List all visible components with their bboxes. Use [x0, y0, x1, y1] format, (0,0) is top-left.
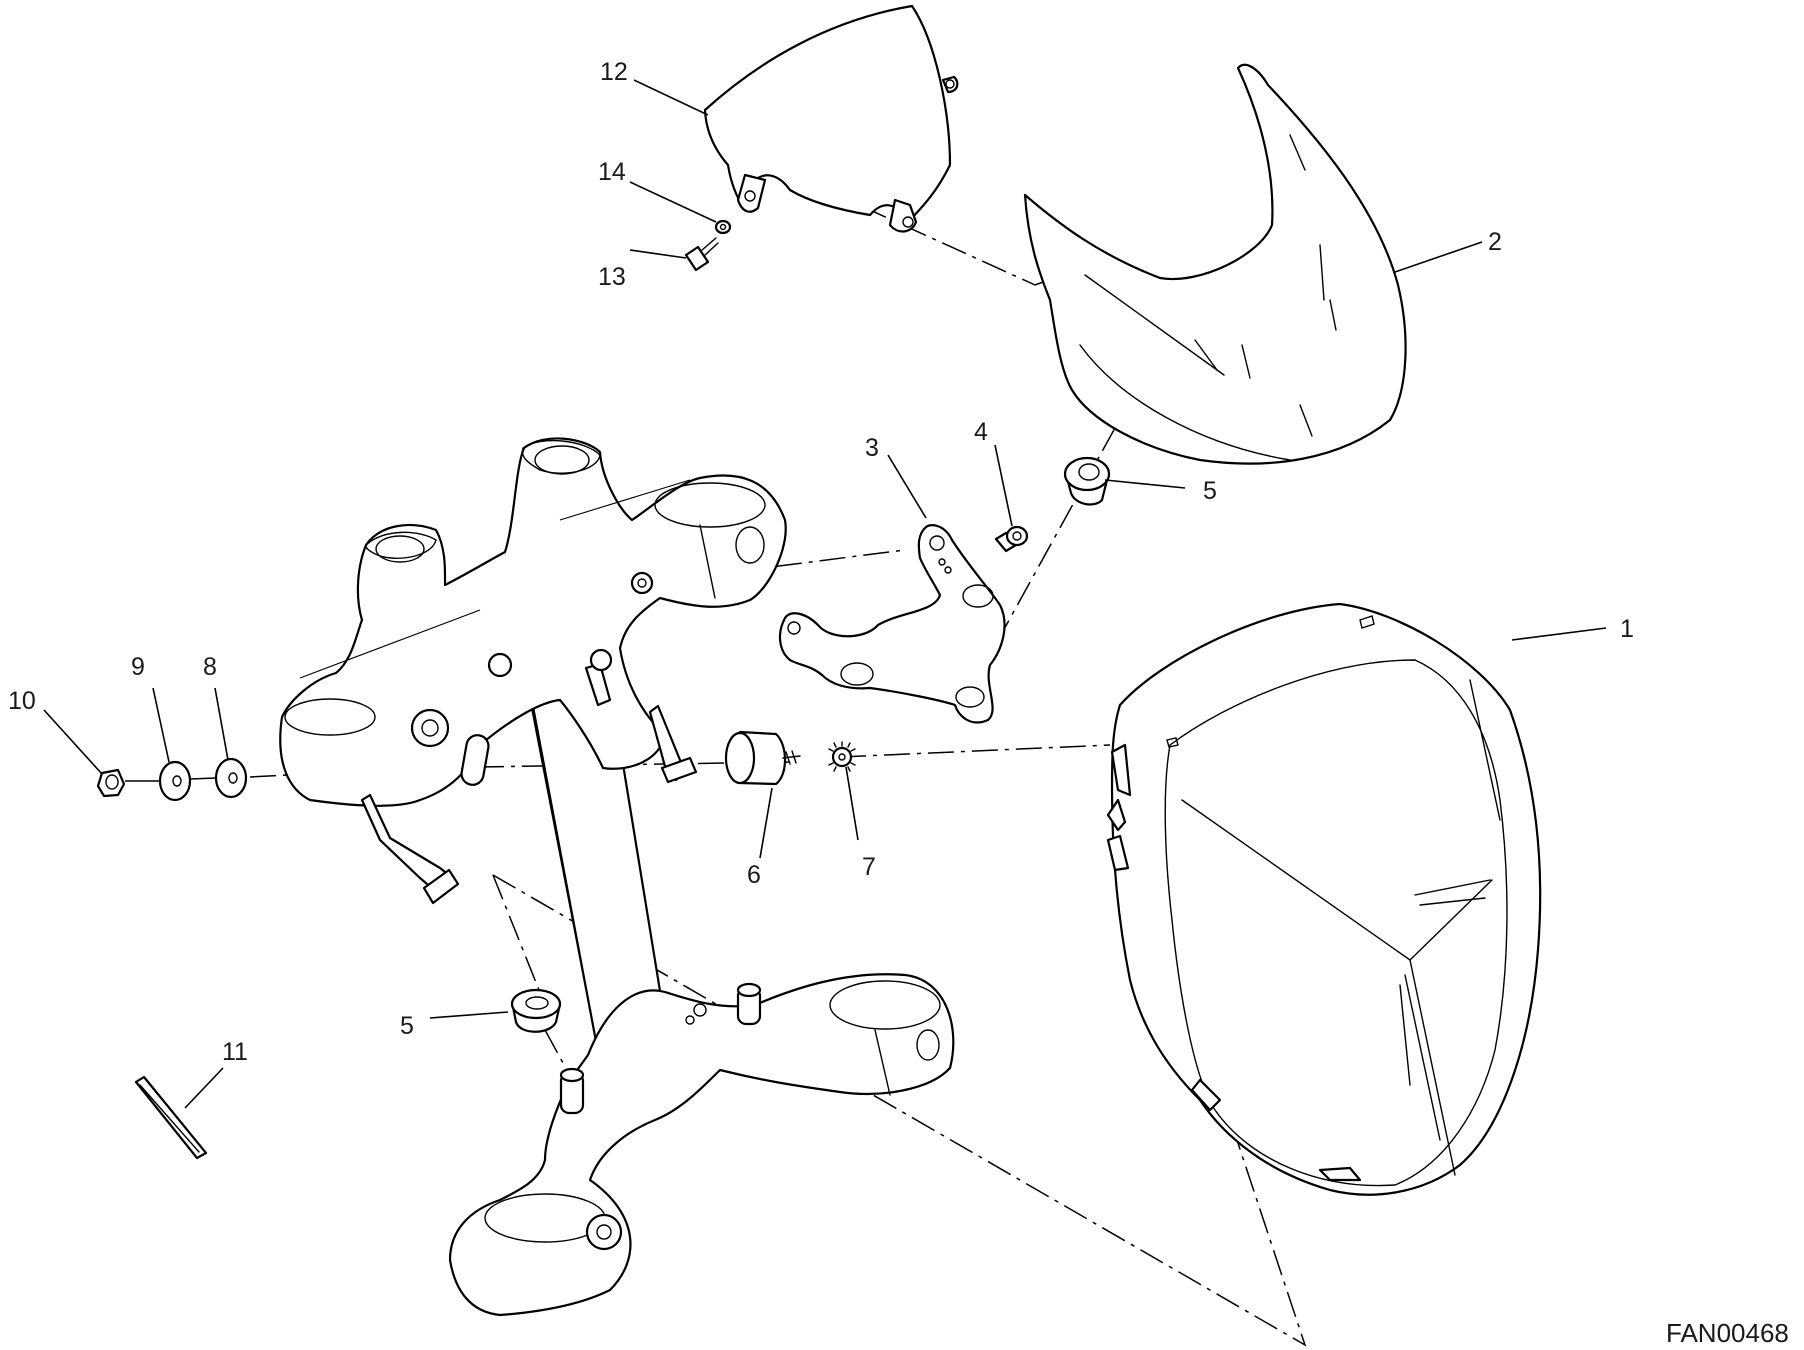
callout-2: 2: [1488, 228, 1502, 256]
callout-13: 13: [598, 263, 626, 291]
callout-7: 7: [862, 853, 876, 881]
callout-6: 6: [747, 861, 761, 889]
callout-14: 14: [598, 158, 626, 186]
adhesive-pad: [134, 1075, 208, 1160]
rubber-grommet-upper: [1063, 456, 1111, 506]
headlight-bracket: [778, 524, 1006, 724]
headlight-fairing: [1023, 63, 1407, 465]
bracket-screw: [994, 525, 1029, 553]
nut: [96, 768, 126, 798]
flat-washer: [214, 757, 248, 799]
instrument-cover: [703, 4, 959, 233]
steering-stem-assembly: [279, 437, 787, 1059]
toothed-lock-washer: [828, 741, 856, 772]
headlight-assembly: [1106, 602, 1542, 1196]
callout-11: 11: [222, 1038, 248, 1066]
callout-10: 10: [8, 687, 36, 715]
callout-1: 1: [1620, 615, 1634, 643]
rubber-grommet-lower: [510, 988, 562, 1033]
callout-4: 4: [974, 418, 988, 446]
callout-3: 3: [865, 434, 879, 462]
callout-12: 12: [600, 58, 628, 86]
callout-labels: 1 2 3 4 5 5 6 7 8 9 10 11 12 13 14: [8, 58, 1634, 1066]
rubber-damper: [724, 730, 801, 786]
cover-screw: [684, 237, 719, 272]
callout-5-lower: 5: [400, 1012, 414, 1040]
callout-5-upper: 5: [1203, 477, 1217, 505]
document-code: FAN00468: [1666, 1318, 1789, 1348]
callout-9: 9: [131, 653, 145, 681]
cover-washer: [714, 219, 732, 235]
flat-washer-outer: [158, 760, 192, 802]
callout-leaders: [43, 79, 1607, 1109]
callout-8: 8: [203, 653, 217, 681]
lower-triple-clamp: [448, 973, 955, 1317]
